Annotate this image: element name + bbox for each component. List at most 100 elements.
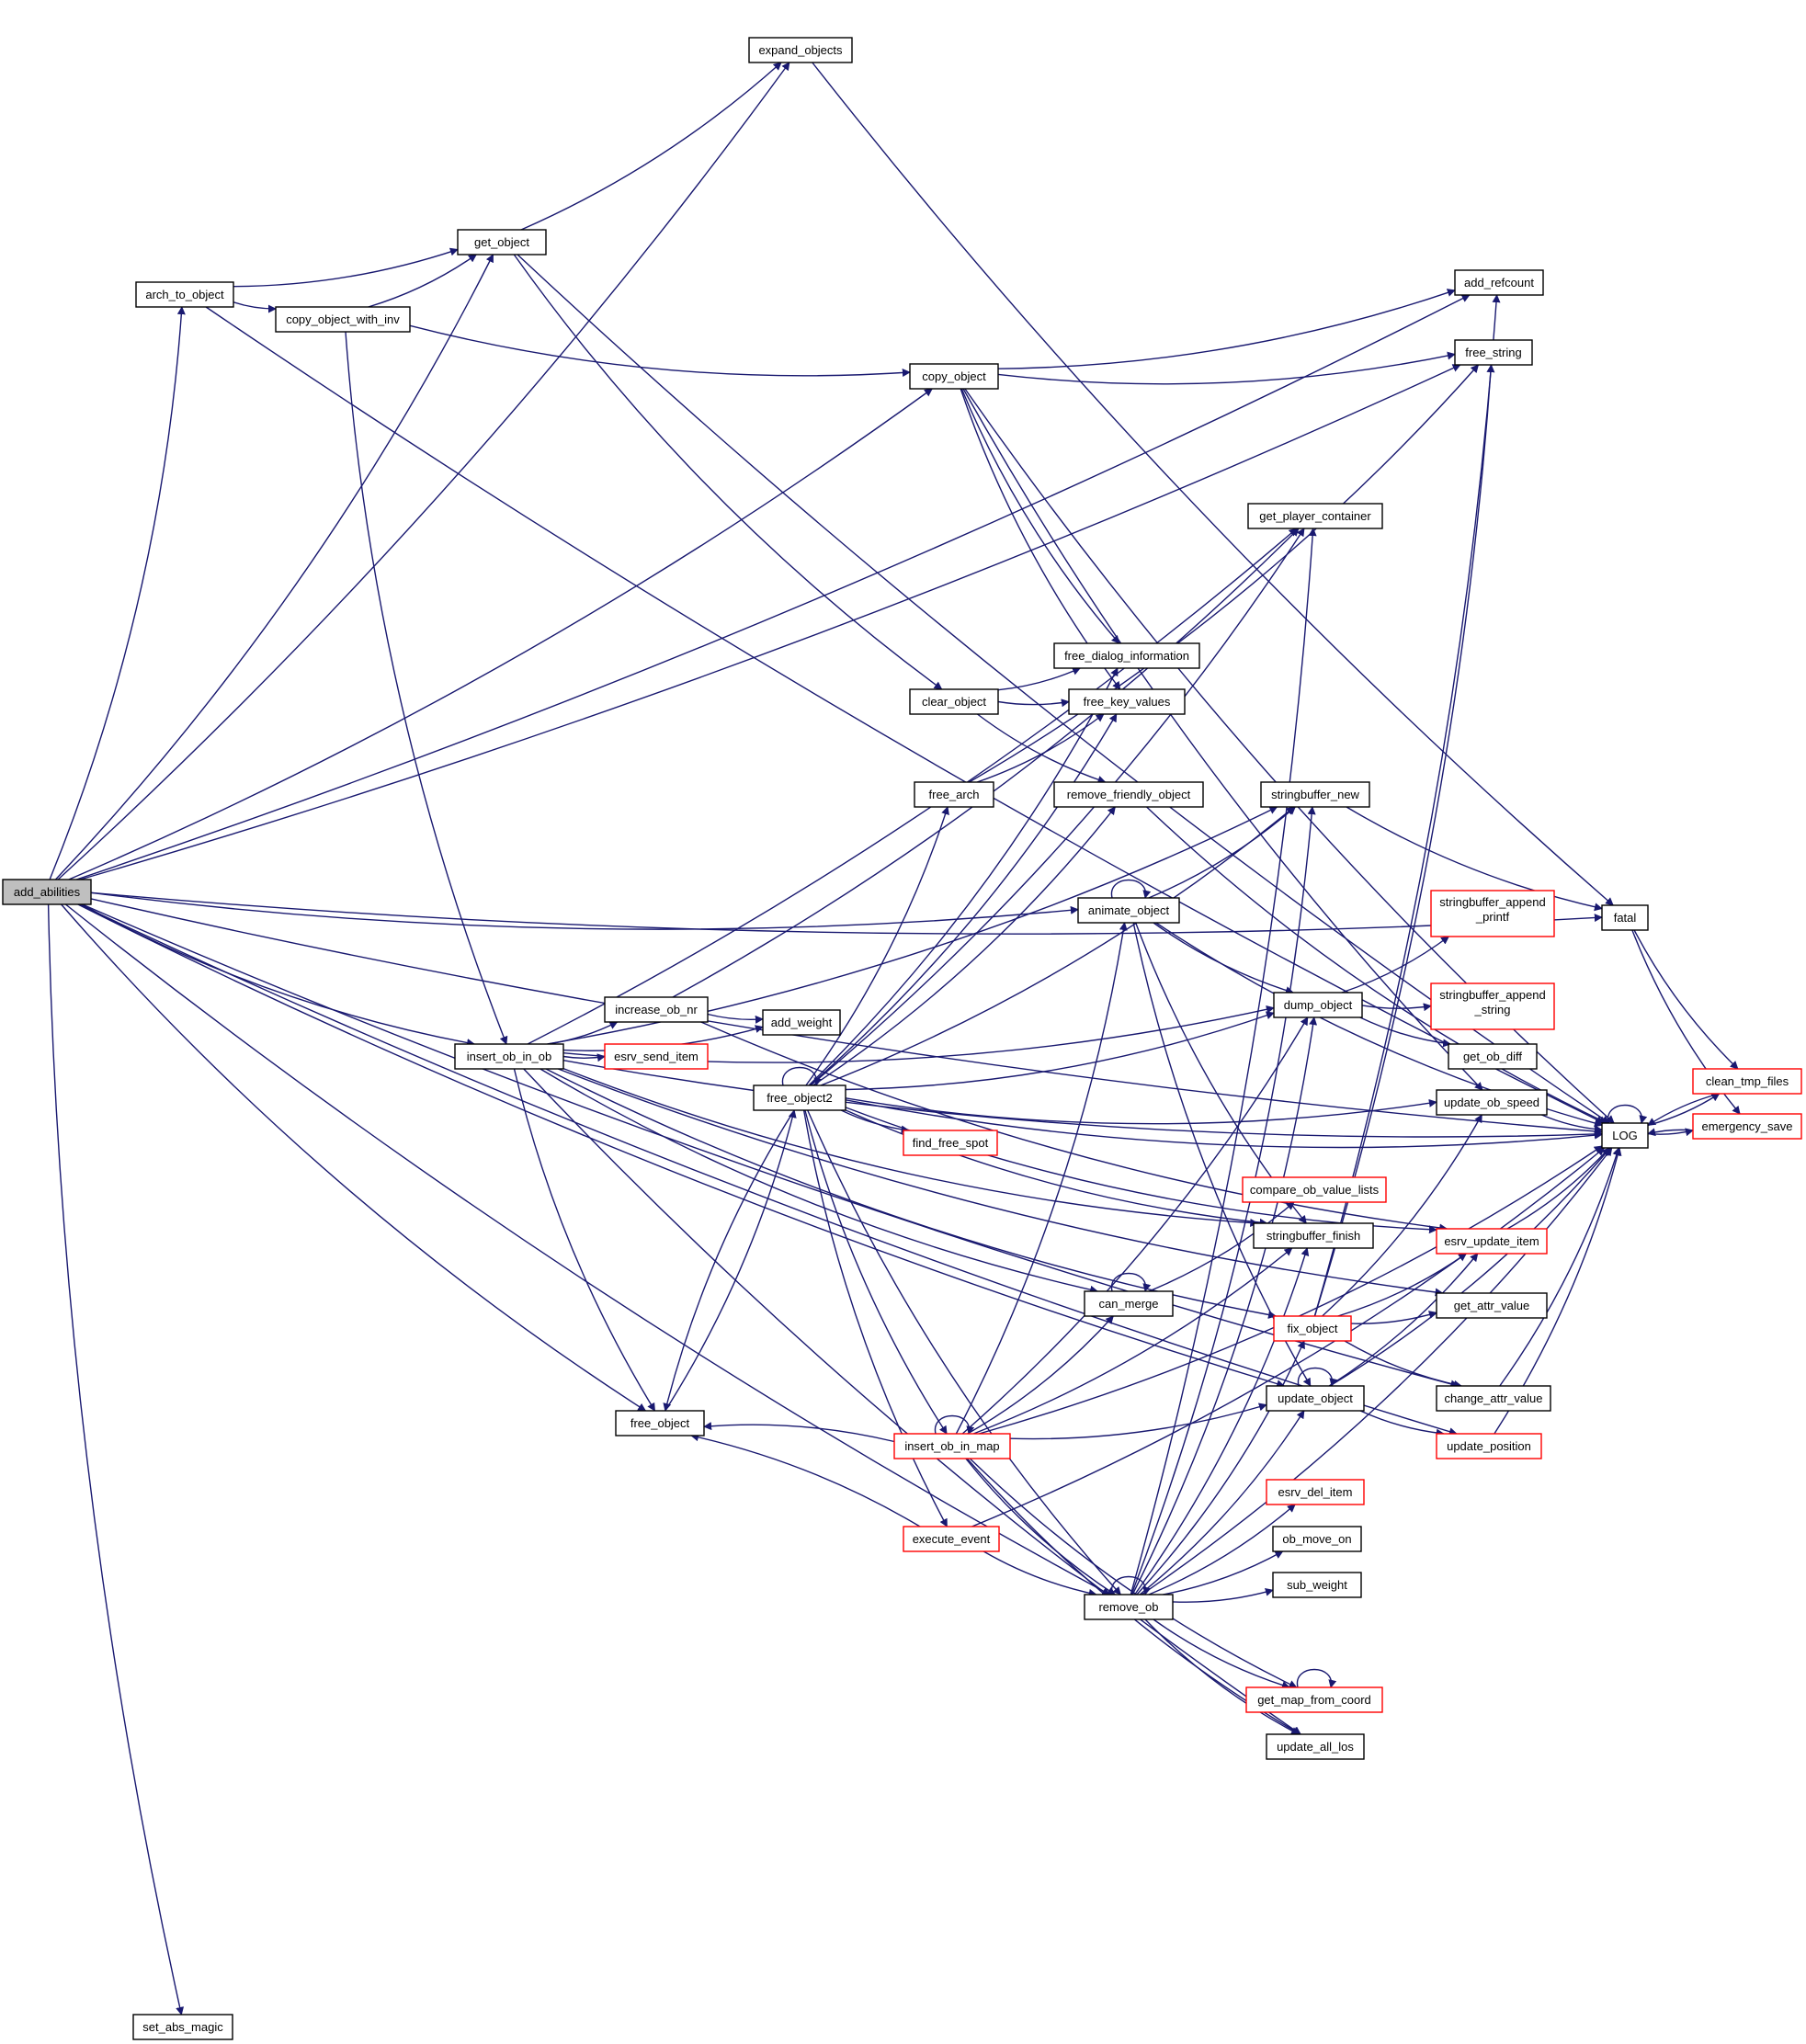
node-update-position[interactable]: update_position — [1436, 1433, 1542, 1459]
node-copy-object-with-inv[interactable]: copy_object_with_inv — [275, 306, 411, 333]
node-stringbuffer-new[interactable]: stringbuffer_new — [1260, 781, 1370, 808]
node-box[interactable] — [1053, 642, 1200, 669]
node-box[interactable] — [762, 1009, 841, 1036]
node-insert-ob-in-ob[interactable]: insert_ob_in_ob — [454, 1043, 564, 1070]
node-box[interactable] — [1436, 1089, 1548, 1116]
node-box[interactable] — [1436, 1292, 1548, 1319]
node-sb-append-printf[interactable]: stringbuffer_append_printf — [1430, 890, 1555, 937]
node-box[interactable] — [1448, 1043, 1538, 1070]
node-update-ob-speed[interactable]: update_ob_speed — [1436, 1089, 1548, 1116]
node-box[interactable] — [1601, 904, 1649, 931]
node-esrv-send-item[interactable]: esrv_send_item — [604, 1043, 709, 1070]
node-box[interactable] — [1454, 269, 1544, 296]
node-box[interactable] — [604, 1043, 709, 1070]
node-fix-object[interactable]: fix_object — [1273, 1315, 1352, 1342]
node-fatal[interactable]: fatal — [1601, 904, 1649, 931]
node-box[interactable] — [914, 781, 994, 808]
node-box[interactable] — [1077, 897, 1180, 924]
node-update-object[interactable]: update_object — [1266, 1385, 1365, 1412]
node-box[interactable] — [909, 363, 999, 390]
node-get-ob-diff[interactable]: get_ob_diff — [1448, 1043, 1538, 1070]
node-box[interactable] — [275, 306, 411, 333]
node-box[interactable] — [1068, 688, 1186, 715]
node-box[interactable] — [1084, 1594, 1174, 1620]
node-update-all-los[interactable]: update_all_los — [1266, 1733, 1365, 1760]
node-box[interactable] — [893, 1433, 1011, 1459]
node-compare-ob-value-lists[interactable]: compare_ob_value_lists — [1242, 1176, 1387, 1203]
node-box[interactable] — [1266, 1385, 1365, 1412]
node-box[interactable] — [135, 281, 234, 308]
node-box[interactable] — [1273, 992, 1363, 1018]
node-box[interactable] — [1084, 1290, 1174, 1317]
node-box[interactable] — [748, 37, 853, 63]
node-box[interactable] — [1692, 1068, 1802, 1095]
node-get-attr-value[interactable]: get_attr_value — [1436, 1292, 1548, 1319]
node-remove-friendly-object[interactable]: remove_friendly_object — [1053, 781, 1204, 808]
node-free-object[interactable]: free_object — [615, 1410, 705, 1436]
node-box[interactable] — [1253, 1222, 1374, 1249]
node-free-key-values[interactable]: free_key_values — [1068, 688, 1186, 715]
node-execute-event[interactable]: execute_event — [903, 1526, 1000, 1552]
node-box[interactable] — [1430, 890, 1555, 937]
node-arch-to-object[interactable]: arch_to_object — [135, 281, 234, 308]
node-box[interactable] — [615, 1410, 705, 1436]
node-box[interactable] — [1266, 1733, 1365, 1760]
node-copy-object[interactable]: copy_object — [909, 363, 999, 390]
node-clean-tmp-files[interactable]: clean_tmp_files — [1692, 1068, 1802, 1095]
node-box[interactable] — [1454, 339, 1533, 366]
node-box[interactable] — [604, 996, 709, 1023]
node-dump-object[interactable]: dump_object — [1273, 992, 1363, 1018]
node-ob-move-on[interactable]: ob_move_on — [1272, 1526, 1362, 1552]
node-get-map-from-coord[interactable]: get_map_from_coord — [1245, 1686, 1383, 1713]
node-sub-weight[interactable]: sub_weight — [1272, 1572, 1362, 1598]
node-LOG[interactable]: LOG — [1601, 1122, 1649, 1149]
node-box[interactable] — [1242, 1176, 1387, 1203]
node-box[interactable] — [1692, 1113, 1802, 1140]
node-free-string[interactable]: free_string — [1454, 339, 1533, 366]
node-box[interactable] — [753, 1084, 846, 1111]
node-add-weight[interactable]: add_weight — [762, 1009, 841, 1036]
node-can-merge[interactable]: can_merge — [1084, 1290, 1174, 1317]
node-box[interactable] — [1272, 1572, 1362, 1598]
node-free-arch[interactable]: free_arch — [914, 781, 994, 808]
node-increase-ob-nr[interactable]: increase_ob_nr — [604, 996, 709, 1023]
node-box[interactable] — [457, 229, 547, 255]
node-stringbuffer-finish[interactable]: stringbuffer_finish — [1253, 1222, 1374, 1249]
node-animate-object[interactable]: animate_object — [1077, 897, 1180, 924]
node-box[interactable] — [1247, 503, 1383, 529]
node-sb-append-string[interactable]: stringbuffer_append_string — [1430, 982, 1555, 1030]
node-box[interactable] — [1601, 1122, 1649, 1149]
node-change-attr-value[interactable]: change_attr_value — [1436, 1385, 1551, 1412]
node-clear-object[interactable]: clear_object — [909, 688, 999, 715]
node-box[interactable] — [1272, 1526, 1362, 1552]
node-add-refcount[interactable]: add_refcount — [1454, 269, 1544, 296]
node-box[interactable] — [1436, 1433, 1542, 1459]
node-box[interactable] — [1053, 781, 1204, 808]
node-box[interactable] — [1436, 1385, 1551, 1412]
node-box[interactable] — [454, 1043, 564, 1070]
node-find-free-spot[interactable]: find_free_spot — [903, 1130, 998, 1156]
node-get-object[interactable]: get_object — [457, 229, 547, 255]
node-box[interactable] — [903, 1130, 998, 1156]
node-box[interactable] — [1430, 982, 1555, 1030]
node-emergency-save[interactable]: emergency_save — [1692, 1113, 1802, 1140]
node-box[interactable] — [2, 879, 92, 905]
node-esrv-update-item[interactable]: esrv_update_item — [1436, 1228, 1548, 1255]
node-box[interactable] — [132, 2014, 233, 2040]
node-box[interactable] — [1260, 781, 1370, 808]
node-esrv-del-item[interactable]: esrv_del_item — [1266, 1479, 1365, 1505]
node-add-abilities[interactable]: add_abilities — [2, 879, 92, 905]
node-free-object2[interactable]: free_object2 — [753, 1084, 846, 1111]
node-box[interactable] — [909, 688, 999, 715]
node-remove-ob[interactable]: remove_ob — [1084, 1594, 1174, 1620]
node-get-player-container[interactable]: get_player_container — [1247, 503, 1383, 529]
node-insert-ob-in-map[interactable]: insert_ob_in_map — [893, 1433, 1011, 1459]
node-box[interactable] — [1245, 1686, 1383, 1713]
node-set-abs-magic[interactable]: set_abs_magic — [132, 2014, 233, 2040]
node-box[interactable] — [903, 1526, 1000, 1552]
node-box[interactable] — [1273, 1315, 1352, 1342]
node-box[interactable] — [1266, 1479, 1365, 1505]
node-expand-objects[interactable]: expand_objects — [748, 37, 853, 63]
node-box[interactable] — [1436, 1228, 1548, 1255]
node-free-dialog-information[interactable]: free_dialog_information — [1053, 642, 1200, 669]
